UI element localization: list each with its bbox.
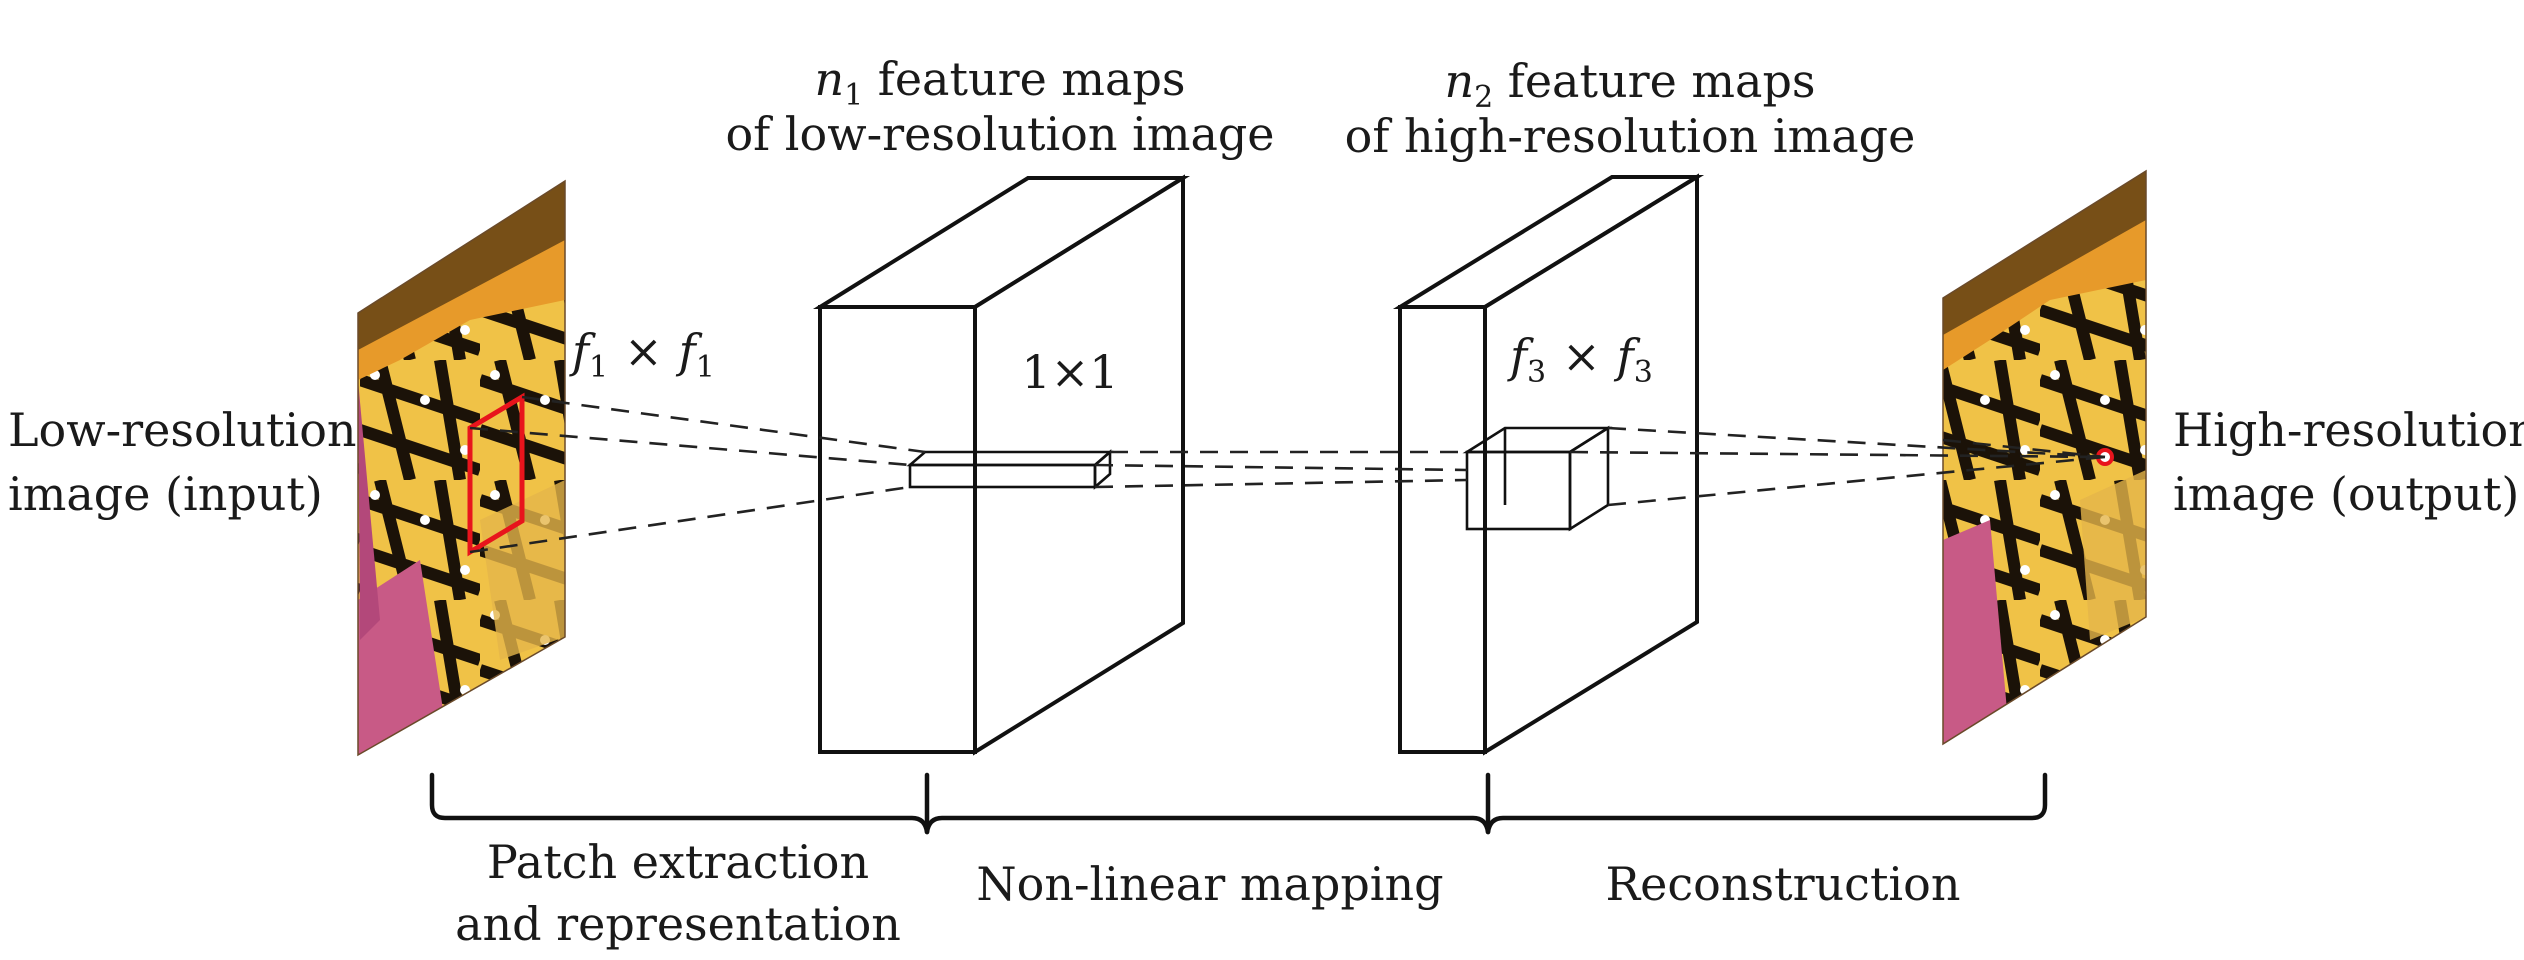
n1-title-line1: n1 feature maps [814,52,1185,113]
input-label-line1: Low-resolution [8,403,357,457]
n2-title-line1: n2 feature maps [1444,54,1815,115]
n1-title-line2: of low-resolution image [725,107,1274,161]
stage-label-nonlinear-mapping: Non-linear mapping [976,857,1443,911]
projection-lines [469,395,2106,554]
output-label-line2: image (output) [2173,467,2519,521]
stage-label-reconstruction: Reconstruction [1606,857,1961,911]
low-resolution-image [357,179,566,757]
f3-filter-size-label: f3×f3 [1507,329,1653,390]
n2-feature-maps-block [1392,173,1705,756]
one-by-one-label: 1×1 [1021,345,1118,399]
stage-braces [429,772,2048,835]
n2-title-line2: of high-resolution image [1345,109,1916,163]
input-label-line2: image (input) [8,467,323,521]
input-patch-highlight [467,392,525,557]
f1-filter-size-label: f1×f1 [569,324,715,385]
stage-label-patch-extraction-line1: Patch extraction [487,835,869,889]
high-resolution-image [1942,169,2147,746]
output-label-line1: High-resolution [2173,403,2524,457]
stage-label-patch-extraction-line2: and representation [455,897,901,951]
